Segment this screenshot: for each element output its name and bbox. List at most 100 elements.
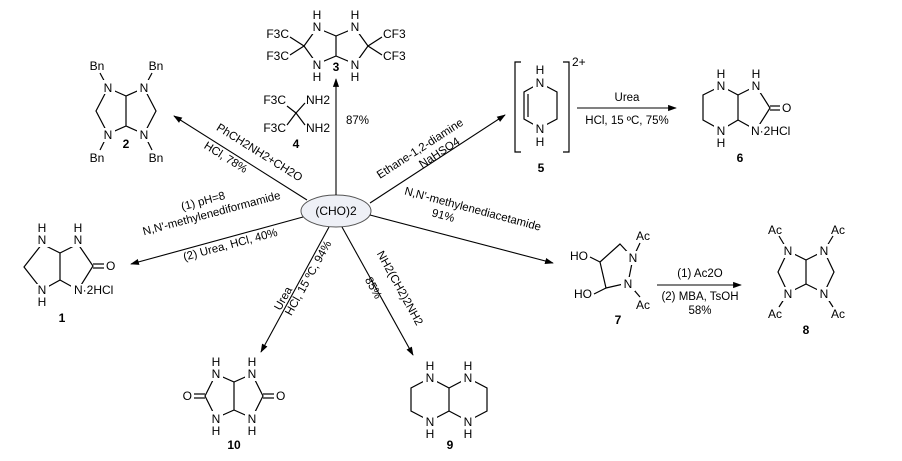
cond8-line1: (1) Ac2O [677, 268, 722, 280]
svg-text:H: H [38, 221, 47, 235]
svg-text:Ac: Ac [768, 307, 782, 321]
svg-text:N: N [629, 251, 638, 265]
svg-text:H: H [536, 63, 545, 77]
cond7-line2: 91% [430, 207, 455, 225]
svg-text:H: H [212, 424, 221, 438]
svg-text:Ac: Ac [636, 229, 650, 243]
arrow-to-1 [130, 216, 304, 265]
svg-text:H: H [426, 427, 435, 441]
svg-text:H: H [313, 8, 322, 22]
svg-text:N: N [624, 277, 633, 291]
svg-text:N: N [536, 122, 545, 136]
conditions-to-5: Ethane-1,2-diamine NaHSO4 [375, 117, 466, 182]
svg-text:Bn: Bn [90, 151, 105, 165]
compound-10: N H N H N H N H O O 10 [183, 355, 286, 452]
svg-text:N: N [248, 412, 257, 426]
svg-text:H: H [38, 295, 47, 309]
svg-text:CF3: CF3 [383, 49, 406, 63]
compound-5: 2+ N H N H 5 [514, 55, 586, 175]
svg-text:N: N [104, 81, 113, 95]
svg-text:NH2: NH2 [306, 93, 330, 107]
svg-text:N: N [717, 79, 726, 93]
svg-text:H: H [248, 355, 257, 369]
compound-8-number: 8 [803, 323, 810, 337]
svg-text:Ac: Ac [768, 223, 782, 237]
svg-text:F3C: F3C [263, 93, 286, 107]
cond1-line3: (2) Urea, HCl, 40% [182, 227, 279, 264]
svg-text:N: N [752, 79, 761, 93]
compound-7: N N HO HO Ac Ac 7 [570, 229, 650, 327]
cond8-line3: 58% [688, 305, 711, 317]
svg-text:N: N [784, 244, 793, 258]
svg-text:HO: HO [574, 287, 592, 301]
svg-text:N: N [140, 128, 149, 142]
svg-text:N: N [104, 128, 113, 142]
compound-6: N H N H N H N·2HCl O 6 [702, 67, 791, 165]
svg-text:N: N [248, 367, 257, 381]
svg-text:N: N [38, 283, 47, 297]
compound-10-number: 10 [227, 438, 241, 452]
cond6-line2: HCl, 15 ºC, 75% [585, 115, 668, 127]
conditions-to-10: Urea HCl, 15 ºC, 94% [272, 239, 334, 318]
svg-text:CF3: CF3 [383, 27, 406, 41]
compound-4-number: 4 [293, 137, 300, 151]
svg-text:Ac: Ac [636, 298, 650, 312]
cond10-line2: HCl, 15 ºC, 94% [283, 239, 334, 318]
svg-text:O: O [782, 101, 791, 115]
svg-text:N: N [212, 412, 221, 426]
compound-3-number: 3 [333, 60, 340, 74]
cond7-line1: N,N'-methylenediacetamide [403, 186, 542, 234]
center-glyoxal: (CHO)2 [300, 194, 372, 228]
svg-text:O: O [183, 389, 192, 403]
svg-text:H: H [248, 424, 257, 438]
compound-9-number: 9 [447, 438, 454, 452]
compound-1: N H N H N H N·2HCl O 1 [23, 221, 115, 325]
cond3-yield: 87% [346, 115, 369, 127]
svg-text:H: H [426, 359, 435, 373]
svg-text:H: H [717, 136, 726, 150]
compound-9: N H N H N H N H 9 [410, 359, 488, 452]
compound-8: N N N N Ac Ac Ac Ac 8 [768, 223, 845, 337]
svg-text:N: N [820, 244, 829, 258]
conditions-to-1: (1) pH=8 N,N'-methylenediformamide (2) U… [142, 190, 282, 264]
compound-5-number: 5 [538, 161, 545, 175]
svg-text:H: H [464, 359, 473, 373]
svg-text:O: O [106, 259, 115, 273]
radial-arrows [130, 78, 742, 356]
svg-text:F3C: F3C [266, 27, 289, 41]
svg-text:NH2: NH2 [306, 121, 330, 135]
cond8-line2: (2) MBA, TsOH [661, 291, 738, 303]
svg-text:N: N [426, 371, 435, 385]
svg-text:N: N [140, 81, 149, 95]
arrow-to-9 [341, 226, 414, 356]
svg-text:N: N [313, 58, 322, 72]
svg-text:N: N [351, 58, 360, 72]
svg-text:Bn: Bn [149, 59, 164, 73]
svg-text:N: N [74, 233, 83, 247]
compound-7-number: 7 [615, 313, 622, 327]
svg-text:N: N [784, 287, 793, 301]
arrow-to-5 [369, 114, 506, 204]
cond6-line1: Urea [615, 92, 641, 104]
svg-text:N: N [464, 415, 473, 429]
arrow-to-2 [173, 115, 308, 201]
svg-text:N: N [717, 124, 726, 138]
svg-text:H: H [717, 67, 726, 81]
svg-text:N: N [820, 287, 829, 301]
compound-2: N N N N Bn Bn Bn Bn 2 [90, 59, 164, 165]
svg-text:F3C: F3C [263, 121, 286, 135]
svg-text:Ac: Ac [831, 223, 845, 237]
svg-text:N: N [313, 20, 322, 34]
svg-text:N·2HCl: N·2HCl [74, 283, 113, 297]
svg-text:N: N [212, 367, 221, 381]
compound-6-number: 6 [737, 151, 744, 165]
svg-text:O: O [276, 389, 285, 403]
compound-3: N H N H N H N H F3C F3C CF3 CF3 3 [266, 8, 406, 84]
svg-text:N: N [426, 415, 435, 429]
svg-text:N·2HCl: N·2HCl [751, 124, 790, 138]
svg-text:N: N [464, 371, 473, 385]
svg-text:H: H [351, 8, 360, 22]
arrow-to-7 [369, 214, 554, 264]
svg-text:H: H [351, 70, 360, 84]
svg-text:N: N [38, 233, 47, 247]
